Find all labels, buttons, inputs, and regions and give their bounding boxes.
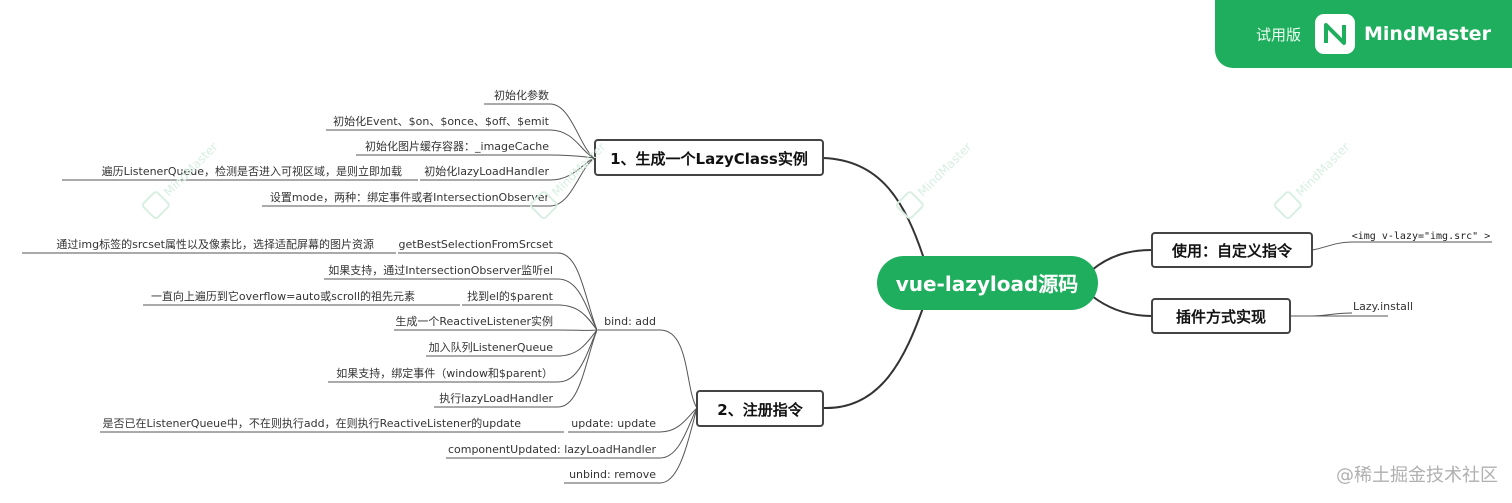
branch2-node[interactable] <box>696 390 824 427</box>
bind-leaf[interactable]: 如果支持，通过IntersectionObserver监听el <box>328 263 553 277</box>
branch3-node[interactable] <box>1151 232 1313 268</box>
component-updated-node[interactable]: componentUpdated: lazyLoadHandler <box>448 443 657 456</box>
bind-leaf[interactable]: 找到el的$parent <box>467 289 554 303</box>
unbind-node[interactable]: unbind: remove <box>569 468 656 481</box>
root-label: vue-lazyload源码 <box>896 272 1079 296</box>
branch1-handler-note[interactable]: 遍历ListenerQueue，检测是否进入可视区域，是则立即加载 <box>102 164 402 178</box>
branch4-title: 插件方式实现 <box>1176 308 1266 326</box>
branch1-leaf[interactable]: 初始化lazyLoadHandler <box>424 164 549 178</box>
trial-label: 试用版 <box>1256 25 1302 44</box>
branch2-title: 2、注册指令 <box>717 401 803 419</box>
bind-leaf[interactable]: 加入队列ListenerQueue <box>429 340 554 354</box>
root-node[interactable] <box>877 256 1098 310</box>
update-note[interactable]: 是否已在ListenerQueue中，不在则执行add，在则执行Reactive… <box>103 416 522 430</box>
right-connectors <box>1290 241 1492 317</box>
branch1-leaf[interactable]: 初始化Event、$on、$once、$off、$emit <box>333 114 550 128</box>
parent-note[interactable]: 一直向上遍历到它overflow=auto或scroll的祖先元素 <box>151 289 415 303</box>
bind-leaf[interactable]: 生成一个ReactiveListener实例 <box>395 314 553 328</box>
branch3-leaf[interactable]: <img v-lazy="img.src" > <box>1352 231 1490 242</box>
bind-leaf[interactable]: 如果支持，绑定事件（window和$parent） <box>336 366 553 380</box>
mindmaster-logo-icon <box>1315 14 1356 54</box>
branch1-connectors <box>62 103 596 207</box>
branch1-leaf[interactable]: 初始化图片缓存容器：_imageCache <box>365 139 549 153</box>
mindmaster-badge[interactable]: 试用版 MindMaster <box>1215 0 1512 68</box>
bind-node[interactable]: bind: add <box>604 315 656 328</box>
update-node[interactable]: update: update <box>571 417 656 430</box>
bind-leaf[interactable]: 执行lazyLoadHandler <box>439 391 553 405</box>
bind-leaf[interactable]: getBestSelectionFromSrcset <box>399 238 554 251</box>
branch2-connectors <box>22 252 698 484</box>
srcset-note[interactable]: 通过img标签的srcset属性以及像素比，选择适配屏幕的图片资源 <box>56 237 374 251</box>
branch3-title: 使用：自定义指令 <box>1171 242 1293 260</box>
branch4-node[interactable] <box>1151 298 1291 334</box>
footer-watermark: @稀土掘金技术社区 <box>1336 465 1498 486</box>
branch1-leaf[interactable]: 设置mode，两种：绑定事件或者IntersectionObserver <box>270 190 550 204</box>
branch1-node[interactable] <box>594 139 824 176</box>
branch1-leaf[interactable]: 初始化参数 <box>494 88 549 102</box>
main-connectors <box>822 157 1153 410</box>
branch1-title: 1、生成一个LazyClass实例 <box>610 150 808 168</box>
branch4-leaf[interactable]: Lazy.install <box>1353 300 1413 313</box>
brand-label: MindMaster <box>1364 23 1491 45</box>
